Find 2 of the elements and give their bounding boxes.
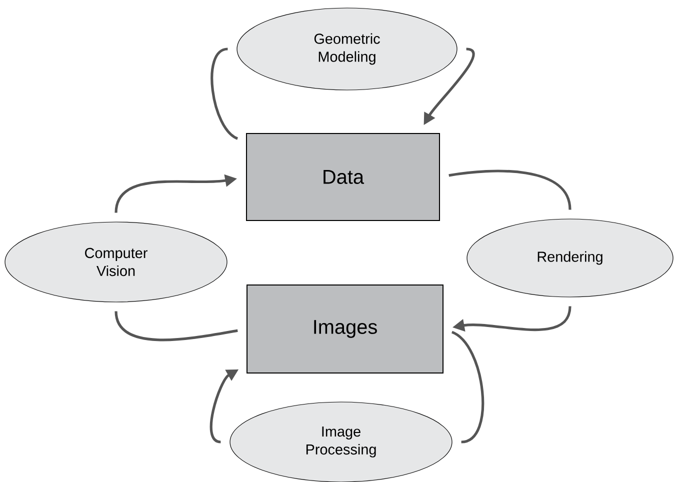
data-box: Images [246,284,444,374]
data-box: Data [246,133,440,221]
